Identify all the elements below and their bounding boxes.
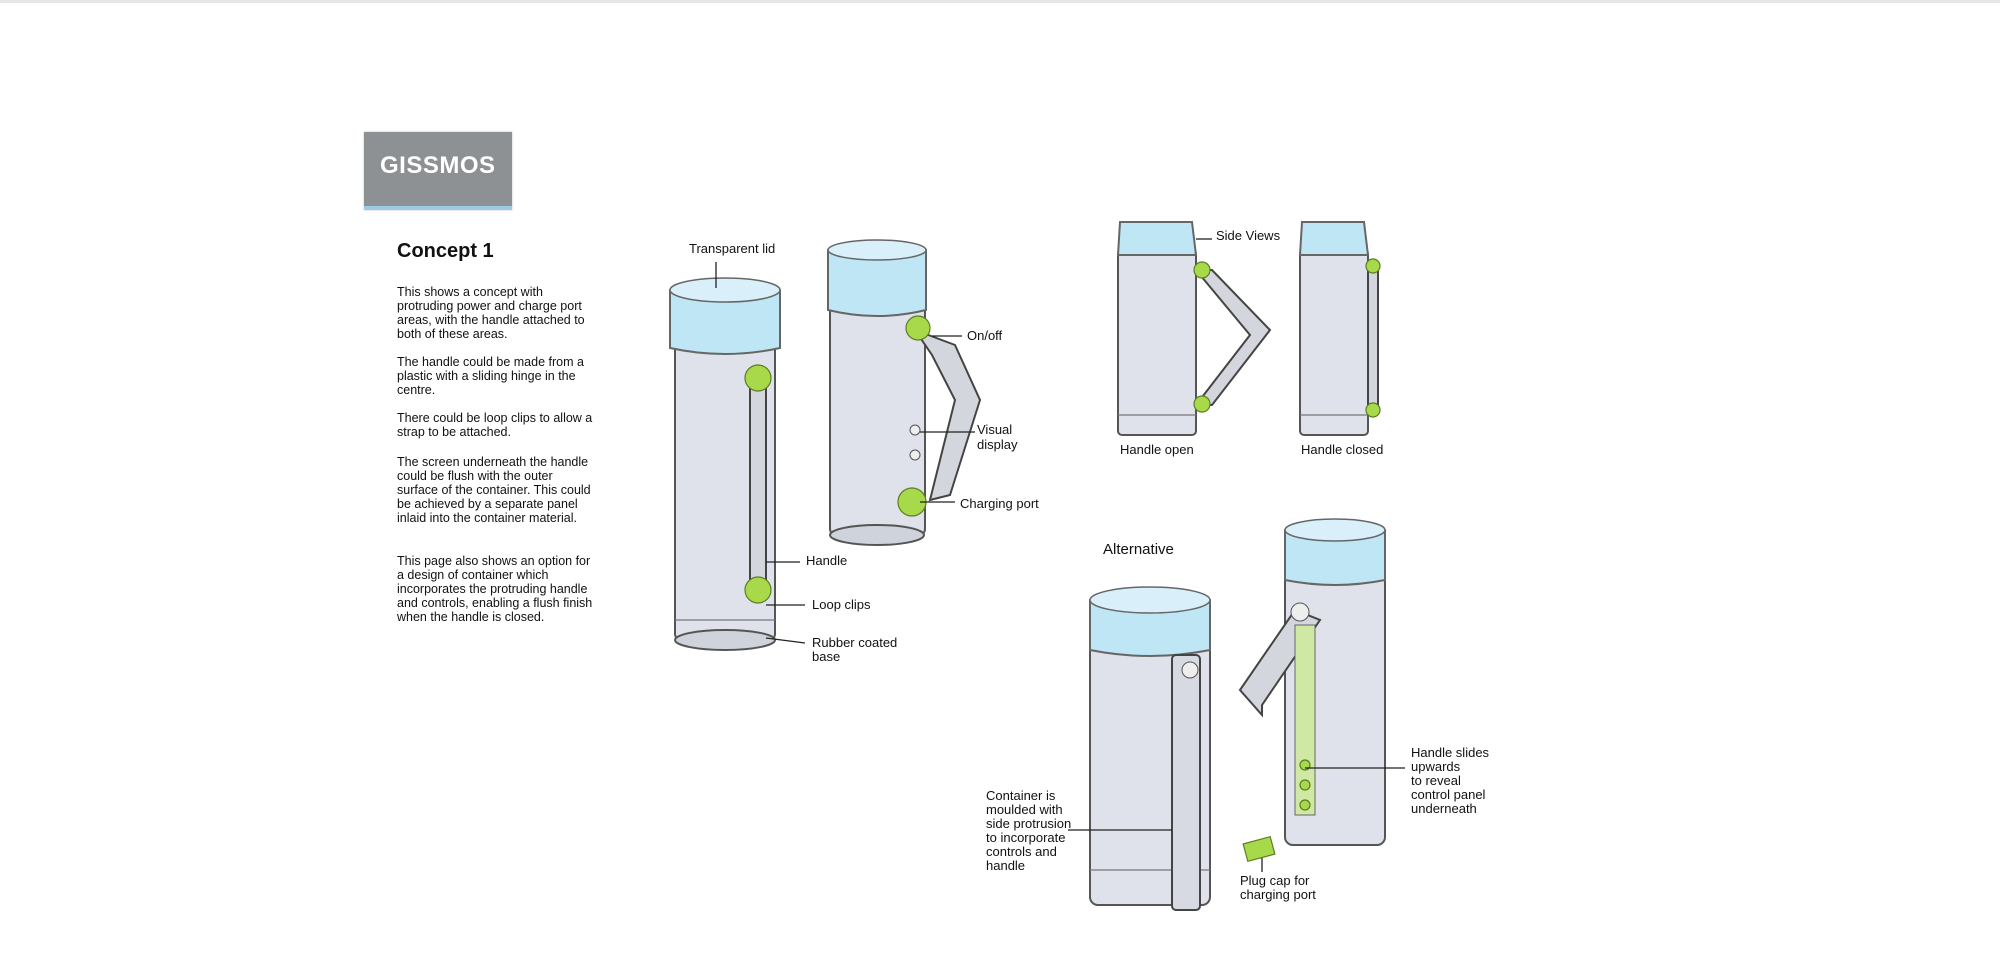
label-handle-slides: control panel	[1411, 787, 1486, 802]
label-alternative: Alternative	[1103, 541, 1174, 558]
label-handle-slides: underneath	[1411, 801, 1477, 816]
concept-paragraph: There could be loop clips to allow a str…	[397, 411, 593, 439]
label-handle-slides: upwards	[1411, 759, 1461, 774]
label-rubber-base: Rubber coated	[812, 635, 897, 650]
label-container: Container is	[986, 788, 1056, 803]
label-transparent-lid: Transparent lid	[689, 241, 775, 256]
side-view-handle-closed-sketch	[1298, 221, 1381, 436]
label-loop-clips: Loop clips	[812, 597, 871, 612]
concept-paragraph: This page also shows an option for a des…	[397, 554, 593, 624]
brand-name: GISSMOS	[380, 152, 496, 179]
bottle-handle-open-sketch	[827, 239, 982, 546]
label-visual-display: Visual	[977, 422, 1012, 437]
label-handle-closed: Handle closed	[1301, 442, 1383, 457]
top-border	[0, 0, 2000, 3]
label-handle: Handle	[806, 553, 847, 568]
alternative-container-sketch	[1089, 586, 1211, 911]
callout-leaders	[715, 238, 1405, 872]
label-handle-slides: Handle slides	[1411, 745, 1490, 760]
label-rubber-base: base	[812, 649, 840, 664]
label-container: side protrusion	[986, 816, 1071, 831]
concept-title: Concept 1	[397, 240, 494, 262]
label-container: handle	[986, 858, 1025, 873]
brand-badge: GISSMOS	[364, 132, 512, 210]
alternative-handle-slides-sketch	[1238, 518, 1386, 863]
concept-paragraph: This shows a concept with protruding pow…	[397, 285, 585, 341]
label-plug-cap: Plug cap for	[1240, 873, 1310, 888]
side-view-handle-open-sketch	[1116, 221, 1272, 436]
concept-paragraph: The screen underneath the handle could b…	[397, 455, 591, 525]
bottle-front-sketch	[669, 277, 781, 651]
label-visual-display: display	[977, 437, 1018, 452]
label-charging-port: Charging port	[960, 496, 1039, 511]
label-handle-slides: to reveal	[1411, 773, 1461, 788]
label-side-views: Side Views	[1216, 228, 1281, 243]
label-plug-cap: charging port	[1240, 887, 1316, 902]
label-container: to incorporate	[986, 830, 1066, 845]
label-on-off: On/off	[967, 328, 1003, 343]
label-container: moulded with	[986, 802, 1063, 817]
label-container: controls and	[986, 844, 1057, 859]
concept-paragraph: The handle could be made from a plastic …	[397, 355, 584, 397]
label-handle-open: Handle open	[1120, 442, 1194, 457]
